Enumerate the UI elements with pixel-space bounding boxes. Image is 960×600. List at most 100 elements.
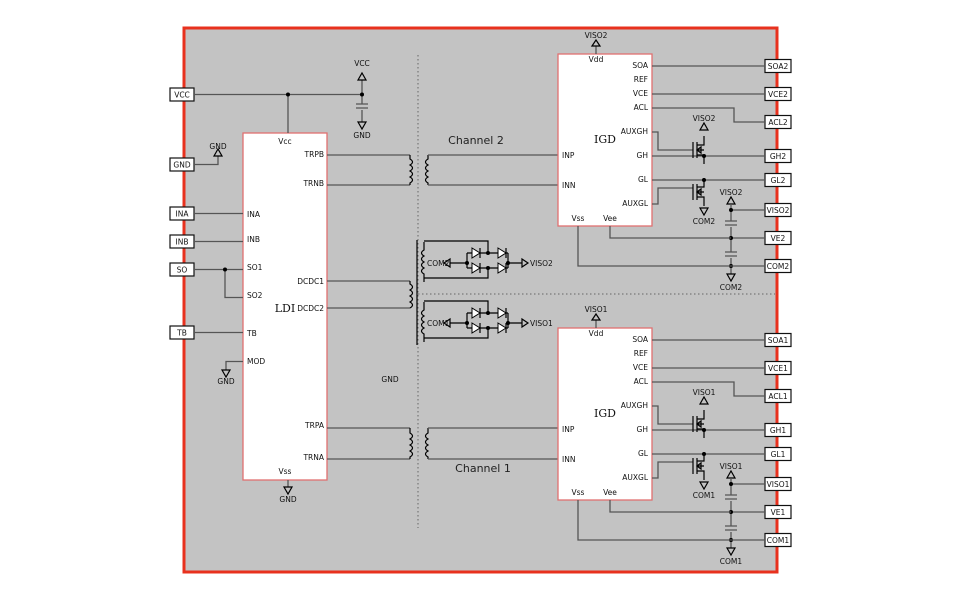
port-gl[interactable]: GL1 bbox=[764, 446, 792, 462]
port-viso[interactable]: VISO2 bbox=[764, 202, 792, 218]
pin-gl: GL bbox=[638, 449, 649, 458]
port-label: GL1 bbox=[771, 450, 786, 459]
igd-body bbox=[557, 327, 653, 501]
mosfet-arrow bbox=[696, 461, 702, 471]
port-vce[interactable]: VCE2 bbox=[764, 86, 792, 102]
igd-chip-channel1[interactable]: IGDVddSOAREFVCEACLAUXGHGHGLAUXGLINPINNVs… bbox=[557, 305, 792, 566]
vcc-supply-symbol: VCC bbox=[354, 59, 370, 81]
diode-icon bbox=[497, 322, 507, 334]
svg-text:GND: GND bbox=[209, 142, 226, 151]
diode-icon bbox=[471, 307, 481, 319]
wire bbox=[652, 131, 693, 151]
wire bbox=[577, 226, 765, 267]
port-vce[interactable]: VCE1 bbox=[764, 360, 792, 376]
com-mosfet-icon bbox=[698, 481, 710, 491]
ldi-chip[interactable]: LDI Vcc Vss INA INB SO1 SO2 TB MOD TRPB … bbox=[242, 132, 328, 481]
junction-dot bbox=[729, 482, 733, 486]
wire bbox=[577, 500, 765, 541]
port-gl[interactable]: GL2 bbox=[764, 172, 792, 188]
port-viso[interactable]: VISO1 bbox=[764, 476, 792, 492]
pin-inn: INN bbox=[562, 455, 575, 464]
diode-icon bbox=[471, 247, 481, 259]
pin-acl: ACL bbox=[634, 103, 649, 112]
port-label: ACL1 bbox=[768, 392, 787, 401]
junction-dot bbox=[486, 311, 490, 315]
port-soa[interactable]: SOA1 bbox=[764, 332, 792, 348]
pin-inp: INP bbox=[562, 425, 575, 434]
port-tb[interactable]: TB bbox=[169, 325, 195, 340]
junction-dot bbox=[506, 321, 510, 325]
port-ve[interactable]: VE2 bbox=[764, 230, 792, 246]
com-cap-label: COM2 bbox=[720, 283, 743, 292]
pin-vce: VCE bbox=[633, 363, 648, 372]
port-gnd[interactable]: GND bbox=[169, 157, 195, 172]
igd-body bbox=[557, 53, 653, 227]
pin-ref: REF bbox=[634, 349, 648, 358]
port-acl[interactable]: ACL2 bbox=[764, 114, 792, 130]
pin-vdd: Vdd bbox=[589, 55, 604, 64]
svg-text:VCC: VCC bbox=[174, 91, 190, 100]
diode-icon bbox=[471, 322, 481, 334]
pin-auxgh: AUXGH bbox=[621, 127, 648, 136]
mosfet-arrow bbox=[696, 419, 702, 429]
junction-dot bbox=[465, 261, 469, 265]
diode-icon bbox=[497, 307, 507, 319]
capacitor-icon bbox=[725, 220, 737, 257]
pin-soa: SOA bbox=[632, 61, 649, 70]
wire bbox=[652, 65, 765, 181]
port-label: VCE2 bbox=[768, 90, 788, 99]
port-so[interactable]: SO bbox=[169, 262, 195, 277]
port-label: VE2 bbox=[771, 234, 786, 243]
port-ve[interactable]: VE1 bbox=[764, 504, 792, 520]
pin-vss: Vss bbox=[572, 214, 585, 223]
port-vcc[interactable]: VCC bbox=[169, 87, 195, 102]
port-label: VISO1 bbox=[767, 480, 790, 489]
mosfet-arrow bbox=[696, 187, 702, 197]
port-label: ACL2 bbox=[768, 118, 787, 127]
port-com[interactable]: COM1 bbox=[764, 532, 792, 548]
ldi-pin-trnb: TRNB bbox=[302, 179, 324, 188]
viso-mosfet-icon bbox=[698, 121, 710, 131]
svg-text:GND: GND bbox=[279, 495, 296, 504]
com-label: COM1 bbox=[427, 319, 450, 328]
port-gh[interactable]: GH2 bbox=[764, 148, 792, 164]
pin-inp: INP bbox=[562, 151, 575, 160]
port-ina[interactable]: INA bbox=[169, 206, 195, 221]
port-inb[interactable]: INB bbox=[169, 234, 195, 249]
wire bbox=[652, 405, 693, 425]
svg-text:SO: SO bbox=[177, 266, 188, 275]
viso-symbol bbox=[521, 257, 530, 269]
svg-text:INB: INB bbox=[176, 238, 189, 247]
ldi-pin-tb: TB bbox=[246, 329, 257, 338]
wire bbox=[424, 300, 489, 339]
pin-vee: Vee bbox=[603, 488, 617, 497]
transformer-channel1 bbox=[327, 427, 560, 460]
gnd-symbol-port: GND bbox=[209, 142, 227, 157]
com-cap-icon bbox=[725, 547, 737, 557]
ldi-pin-so1: SO1 bbox=[247, 263, 263, 272]
ldi-label: LDI bbox=[275, 302, 295, 315]
diode-icon bbox=[497, 247, 507, 259]
mosfet-arrow bbox=[696, 145, 702, 155]
viso-supply-label: VISO1 bbox=[585, 305, 608, 314]
igd-chip-channel2[interactable]: IGDVddSOAREFVCEACLAUXGHGHGLAUXGLINPINNVs… bbox=[557, 31, 792, 292]
junction-dot bbox=[486, 266, 490, 270]
pin-auxgl: AUXGL bbox=[622, 473, 649, 482]
pin-acl: ACL bbox=[634, 377, 649, 386]
port-gh[interactable]: GH1 bbox=[764, 422, 792, 438]
port-label: SOA2 bbox=[768, 62, 789, 71]
port-com[interactable]: COM2 bbox=[764, 258, 792, 274]
svg-text:VCC: VCC bbox=[354, 59, 370, 68]
junction-dot bbox=[486, 326, 490, 330]
com-symbol bbox=[442, 317, 451, 329]
capacitor-icon bbox=[725, 494, 737, 531]
left-wires bbox=[194, 80, 368, 487]
ldi-pin-trpb: TRPB bbox=[304, 150, 324, 159]
transformer-dcdc bbox=[327, 240, 426, 345]
port-soa[interactable]: SOA2 bbox=[764, 58, 792, 74]
pin-gh: GH bbox=[637, 425, 648, 434]
pin-gh: GH bbox=[637, 151, 648, 160]
port-acl[interactable]: ACL1 bbox=[764, 388, 792, 404]
port-label: SOA1 bbox=[768, 336, 789, 345]
